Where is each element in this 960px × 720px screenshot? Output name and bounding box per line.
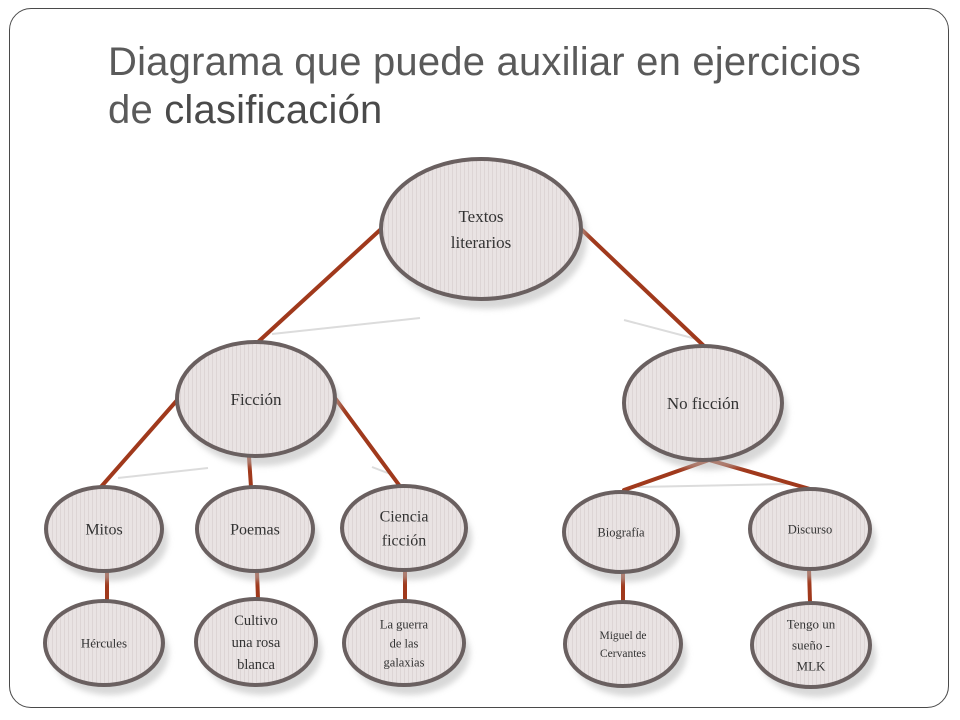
faint-line-4 — [637, 483, 791, 488]
node-guerra: La guerra de las galaxias — [342, 599, 470, 695]
node-label: literarios — [451, 233, 511, 252]
node-ellipse — [563, 600, 683, 688]
node-ellipse — [622, 344, 784, 462]
node-ellipse — [342, 599, 466, 687]
node-label: Discurso — [788, 522, 832, 536]
node-label: sueño - — [792, 638, 830, 653]
connector-2 — [98, 396, 181, 490]
node-discurso: Discurso — [748, 487, 876, 579]
node-no-ficcion: No ficción — [622, 344, 788, 470]
node-label: No ficción — [667, 394, 740, 413]
node-root: Textos literarios — [379, 157, 587, 309]
node-ellipse — [379, 157, 583, 301]
faint-line-1 — [623, 319, 701, 341]
node-ellipse — [748, 487, 872, 571]
title-line1: Diagrama que puede auxiliar en ejercicio… — [108, 40, 862, 84]
node-label: Cervantes — [600, 648, 647, 660]
node-label: Ficción — [231, 390, 282, 409]
node-ellipse — [750, 601, 872, 689]
node-poemas: Poemas — [195, 485, 319, 581]
node-label: galaxias — [384, 655, 425, 669]
connector-0 — [256, 228, 382, 344]
node-ellipse — [195, 485, 315, 573]
node-label: ficción — [382, 533, 426, 550]
node-label: blanca — [237, 657, 275, 673]
node-label: MLK — [797, 659, 827, 674]
node-ellipse — [44, 485, 164, 573]
node-miguel: Miguel de Cervantes — [563, 600, 687, 696]
node-ellipse — [194, 597, 318, 687]
node-label: Poemas — [230, 522, 280, 539]
node-label: de las — [390, 636, 419, 650]
title-line2-emphasis: clasificación — [164, 88, 383, 132]
node-mitos: Mitos — [44, 485, 168, 581]
connector-4 — [333, 396, 404, 491]
connector-1 — [580, 228, 706, 348]
faint-guide-lines — [117, 317, 791, 605]
node-cultivo: Cultivo una rosa blanca — [194, 597, 322, 695]
node-ellipse — [43, 599, 165, 687]
faint-line-0 — [271, 317, 421, 335]
node-label: Ciencia — [380, 509, 429, 526]
node-tengo: Tengo un sueño - MLK — [750, 601, 876, 697]
node-label: Cultivo — [234, 613, 278, 629]
node-biografia: Biografía — [562, 490, 684, 582]
slide-title: Diagrama que puede auxiliar en ejercicio… — [108, 38, 928, 134]
title-line2-prefix: de — [108, 88, 165, 132]
node-label: Biografía — [597, 525, 645, 539]
node-label: Mitos — [85, 522, 122, 539]
node-ciencia-ficcion: Ciencia ficción — [340, 484, 472, 580]
node-label: una rosa — [232, 635, 281, 651]
node-ellipse — [340, 484, 468, 572]
node-label: Hércules — [81, 636, 127, 651]
node-ellipse — [175, 340, 337, 458]
node-label: La guerra — [380, 617, 429, 631]
slide-frame — [9, 8, 949, 708]
node-hercules: Hércules — [43, 599, 169, 695]
node-label: Tengo un — [787, 617, 836, 632]
node-ellipse — [562, 490, 680, 574]
faint-line-2 — [117, 467, 209, 479]
node-label: Textos — [458, 207, 503, 226]
node-label: Miguel de — [600, 630, 647, 642]
node-ficcion: Ficción — [175, 340, 341, 466]
